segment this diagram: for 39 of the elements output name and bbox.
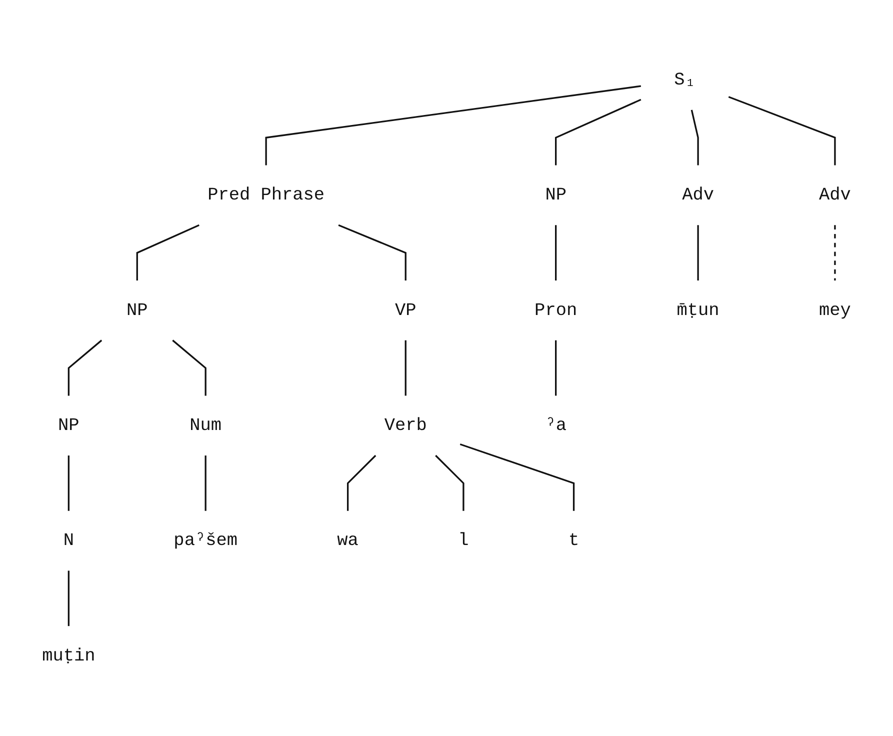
connector bbox=[697, 225, 699, 280]
node-text: NP bbox=[126, 300, 148, 320]
node-text: NP bbox=[58, 416, 80, 436]
connector bbox=[172, 340, 206, 396]
connector bbox=[460, 443, 575, 511]
connector bbox=[68, 340, 102, 396]
node-text: NP bbox=[545, 185, 566, 206]
connector bbox=[68, 456, 70, 511]
connector bbox=[68, 570, 70, 626]
connector bbox=[136, 224, 200, 280]
node-text: wa bbox=[337, 530, 358, 551]
connector bbox=[555, 340, 557, 396]
node-text: Verb bbox=[384, 416, 427, 436]
connector bbox=[690, 110, 699, 166]
node-text: ˀa bbox=[545, 416, 566, 436]
connector bbox=[435, 454, 464, 511]
connector bbox=[338, 224, 406, 280]
node-text: mey bbox=[819, 300, 851, 320]
node-text: t bbox=[568, 530, 580, 551]
node-text: Pred Phrase bbox=[208, 185, 325, 206]
connector bbox=[346, 454, 376, 511]
connector bbox=[555, 225, 557, 280]
connector bbox=[555, 98, 642, 166]
node-text: VP bbox=[394, 300, 416, 320]
node-text: Num bbox=[190, 416, 222, 436]
connector bbox=[834, 225, 836, 280]
node-text: m̄ṭun bbox=[676, 300, 720, 320]
node-text: Pron bbox=[534, 300, 578, 320]
connector bbox=[204, 456, 206, 511]
connector bbox=[404, 340, 406, 396]
connector bbox=[265, 85, 641, 166]
node-text: Adv bbox=[819, 185, 851, 206]
node-text: l bbox=[458, 530, 469, 551]
node-text: muṭin bbox=[42, 646, 96, 666]
node-text: S₁ bbox=[674, 70, 696, 90]
connector bbox=[728, 96, 836, 166]
node-text: paˀšem bbox=[174, 530, 238, 551]
node-text: N bbox=[63, 530, 74, 551]
node-text: Adv bbox=[682, 185, 714, 206]
